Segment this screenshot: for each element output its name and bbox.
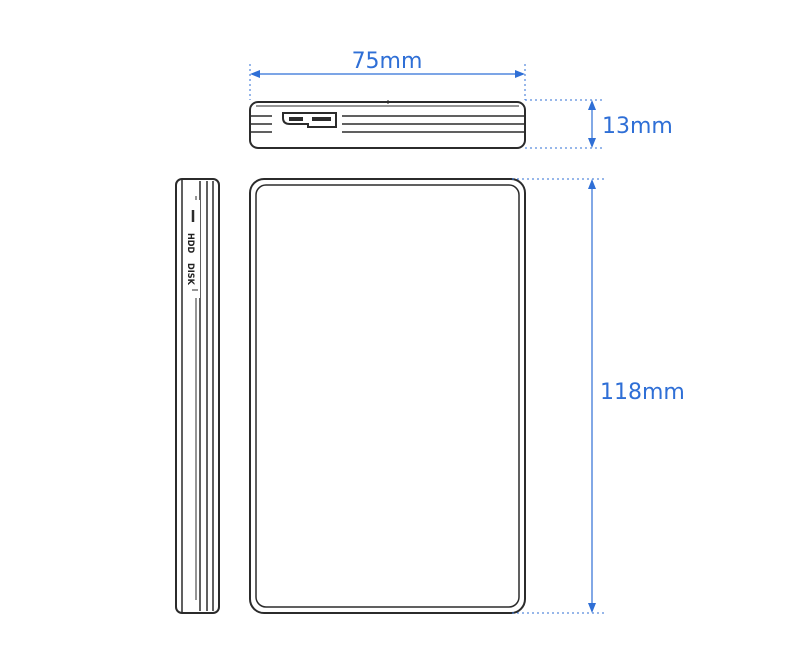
side-label-hdd: HDD [185,233,195,254]
front-view-inner [255,184,520,608]
length-label: 118mm [600,380,685,405]
side-view-body [175,178,220,614]
width-label: 75mm [352,49,423,74]
arrow-down-icon [588,603,596,613]
arrow-right-icon [515,70,525,78]
arrow-down-icon [588,138,596,148]
side-view: HDD DISK [175,178,220,614]
arrow-left-icon [250,70,260,78]
top-view-grooves-left [250,115,272,133]
side-label-area [188,200,200,298]
top-end-view [249,100,526,149]
front-view-outer [249,178,526,614]
thickness-dimension: 13mm [525,99,673,149]
arrow-up-icon [588,179,596,189]
arrow-up-icon [588,100,596,110]
usb-port-icon [282,112,337,128]
thickness-label: 13mm [602,114,673,139]
side-label-disk: DISK [185,263,195,286]
width-dimension: 75mm [249,49,526,100]
top-view-grooves-right [342,115,525,133]
front-view [249,178,526,614]
length-dimension: 118mm [512,178,685,614]
